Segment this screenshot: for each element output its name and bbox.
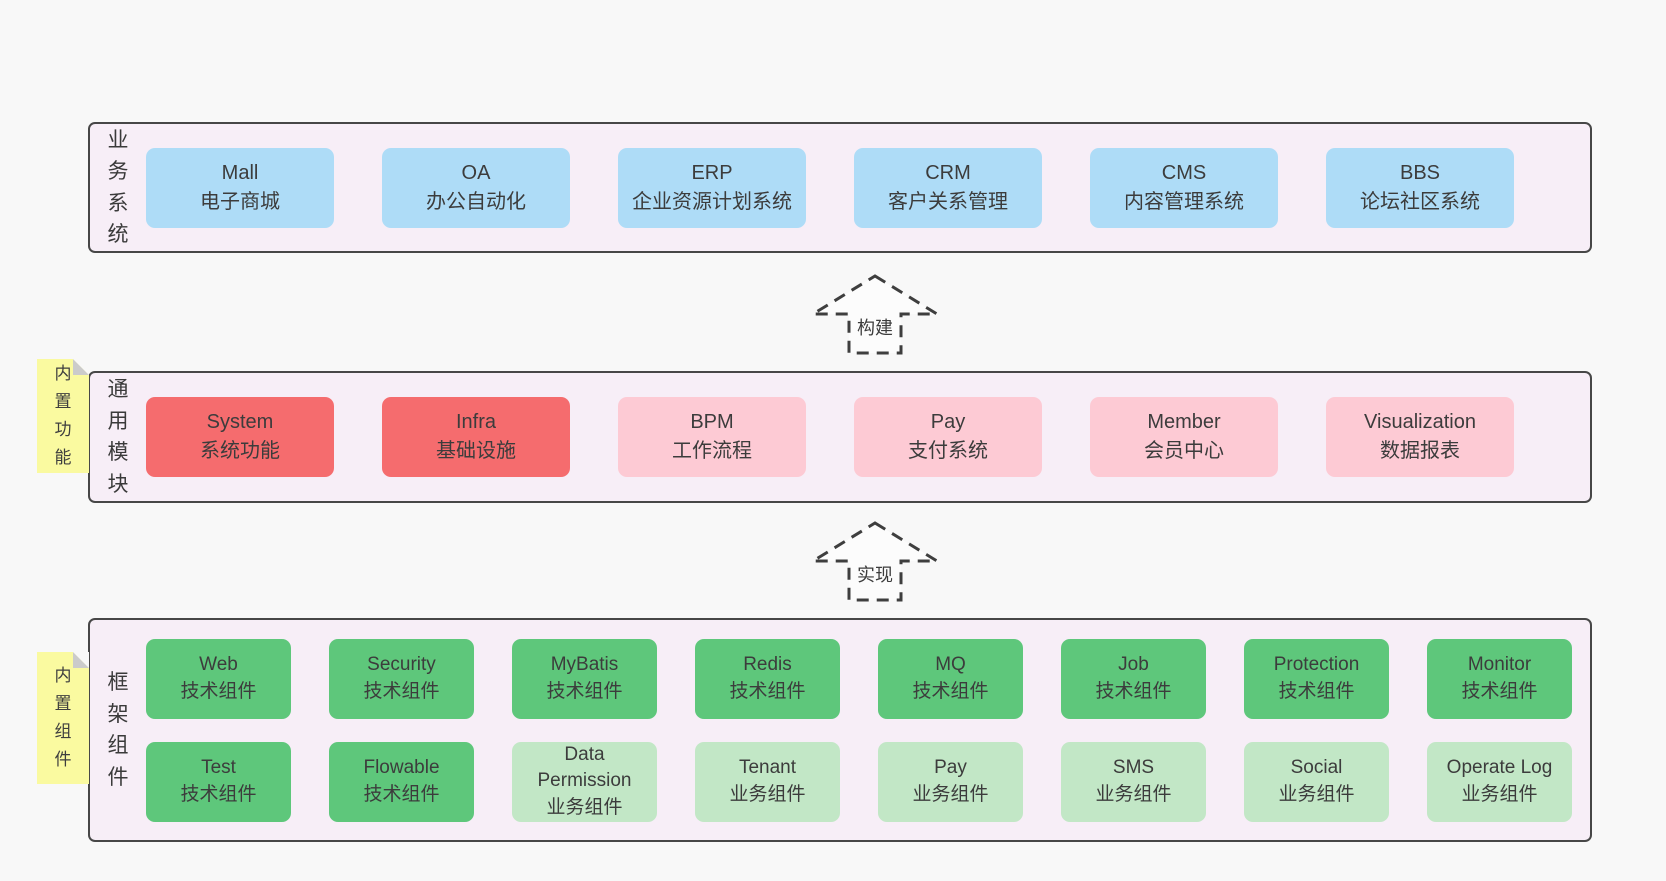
components-rows: Web 技术组件 Security 技术组件 MyBatis 技术组件 Redi… xyxy=(146,620,1590,840)
up-arrow-icon xyxy=(810,274,940,355)
build-arrow-label: 构建 xyxy=(810,314,940,340)
box-crm: CRM 客户关系管理 xyxy=(854,147,1042,228)
box-social: Social 业务组件 xyxy=(1244,741,1389,822)
box-mq: MQ 技术组件 xyxy=(878,638,1023,719)
box-erp: ERP 企业资源计划系统 xyxy=(618,147,806,228)
box-data-permission: Data Permission 业务组件 xyxy=(512,741,657,822)
box-job: Job 技术组件 xyxy=(1061,638,1206,719)
box-operate-log: Operate Log 业务组件 xyxy=(1427,741,1572,822)
box-protection: Protection 技术组件 xyxy=(1244,638,1389,719)
band-business-systems: 业 务 系 统 Mall 电子商城 OA 办公自动化 ERP 企业资源计划系统 … xyxy=(88,122,1592,253)
box-member: Member 会员中心 xyxy=(1090,397,1278,477)
modules-box-row: System 系统功能 Infra 基础设施 BPM 工作流程 Pay 支付系统… xyxy=(146,373,1590,501)
band-common-modules: 通 用 模 块 System 系统功能 Infra 基础设施 BPM 工作流程 … xyxy=(88,371,1592,503)
band-label-common-modules: 通 用 模 块 xyxy=(107,378,129,496)
box-mall: Mall 电子商城 xyxy=(146,147,334,228)
up-arrow-icon xyxy=(810,521,940,602)
implement-arrow-label: 实现 xyxy=(810,561,940,587)
components-row-1: Web 技术组件 Security 技术组件 MyBatis 技术组件 Redi… xyxy=(146,638,1590,719)
box-pay: Pay 支付系统 xyxy=(854,397,1042,477)
box-oa: OA 办公自动化 xyxy=(382,147,570,228)
box-infra: Infra 基础设施 xyxy=(382,397,570,477)
box-visualization: Visualization 数据报表 xyxy=(1326,397,1514,477)
note-built-in-functions: 内 置 功 能 xyxy=(37,359,89,473)
components-row-2: Test 技术组件 Flowable 技术组件 Data Permission … xyxy=(146,741,1590,822)
note-built-in-components: 内 置 组 件 xyxy=(37,652,89,784)
box-flowable: Flowable 技术组件 xyxy=(329,741,474,822)
box-sms: SMS 业务组件 xyxy=(1061,741,1206,822)
box-tenant: Tenant 业务组件 xyxy=(695,741,840,822)
box-system: System 系统功能 xyxy=(146,397,334,477)
band-label-business-systems: 业 务 系 统 xyxy=(107,128,129,247)
box-web: Web 技术组件 xyxy=(146,638,291,719)
implement-arrow: 实现 xyxy=(810,519,940,603)
band-framework-components: 框 架 组 件 Web 技术组件 Security 技术组件 MyBatis 技… xyxy=(88,618,1592,842)
build-arrow: 构建 xyxy=(810,272,940,356)
box-pay-biz: Pay 业务组件 xyxy=(878,741,1023,822)
box-bbs: BBS 论坛社区系统 xyxy=(1326,147,1514,228)
business-box-row: Mall 电子商城 OA 办公自动化 ERP 企业资源计划系统 CRM 客户关系… xyxy=(146,124,1590,251)
box-mybatis: MyBatis 技术组件 xyxy=(512,638,657,719)
box-monitor: Monitor 技术组件 xyxy=(1427,638,1572,719)
box-redis: Redis 技术组件 xyxy=(695,638,840,719)
band-label-framework-components: 框 架 组 件 xyxy=(107,671,129,789)
box-security: Security 技术组件 xyxy=(329,638,474,719)
box-bpm: BPM 工作流程 xyxy=(618,397,806,477)
box-cms: CMS 内容管理系统 xyxy=(1090,147,1278,228)
box-test: Test 技术组件 xyxy=(146,741,291,822)
